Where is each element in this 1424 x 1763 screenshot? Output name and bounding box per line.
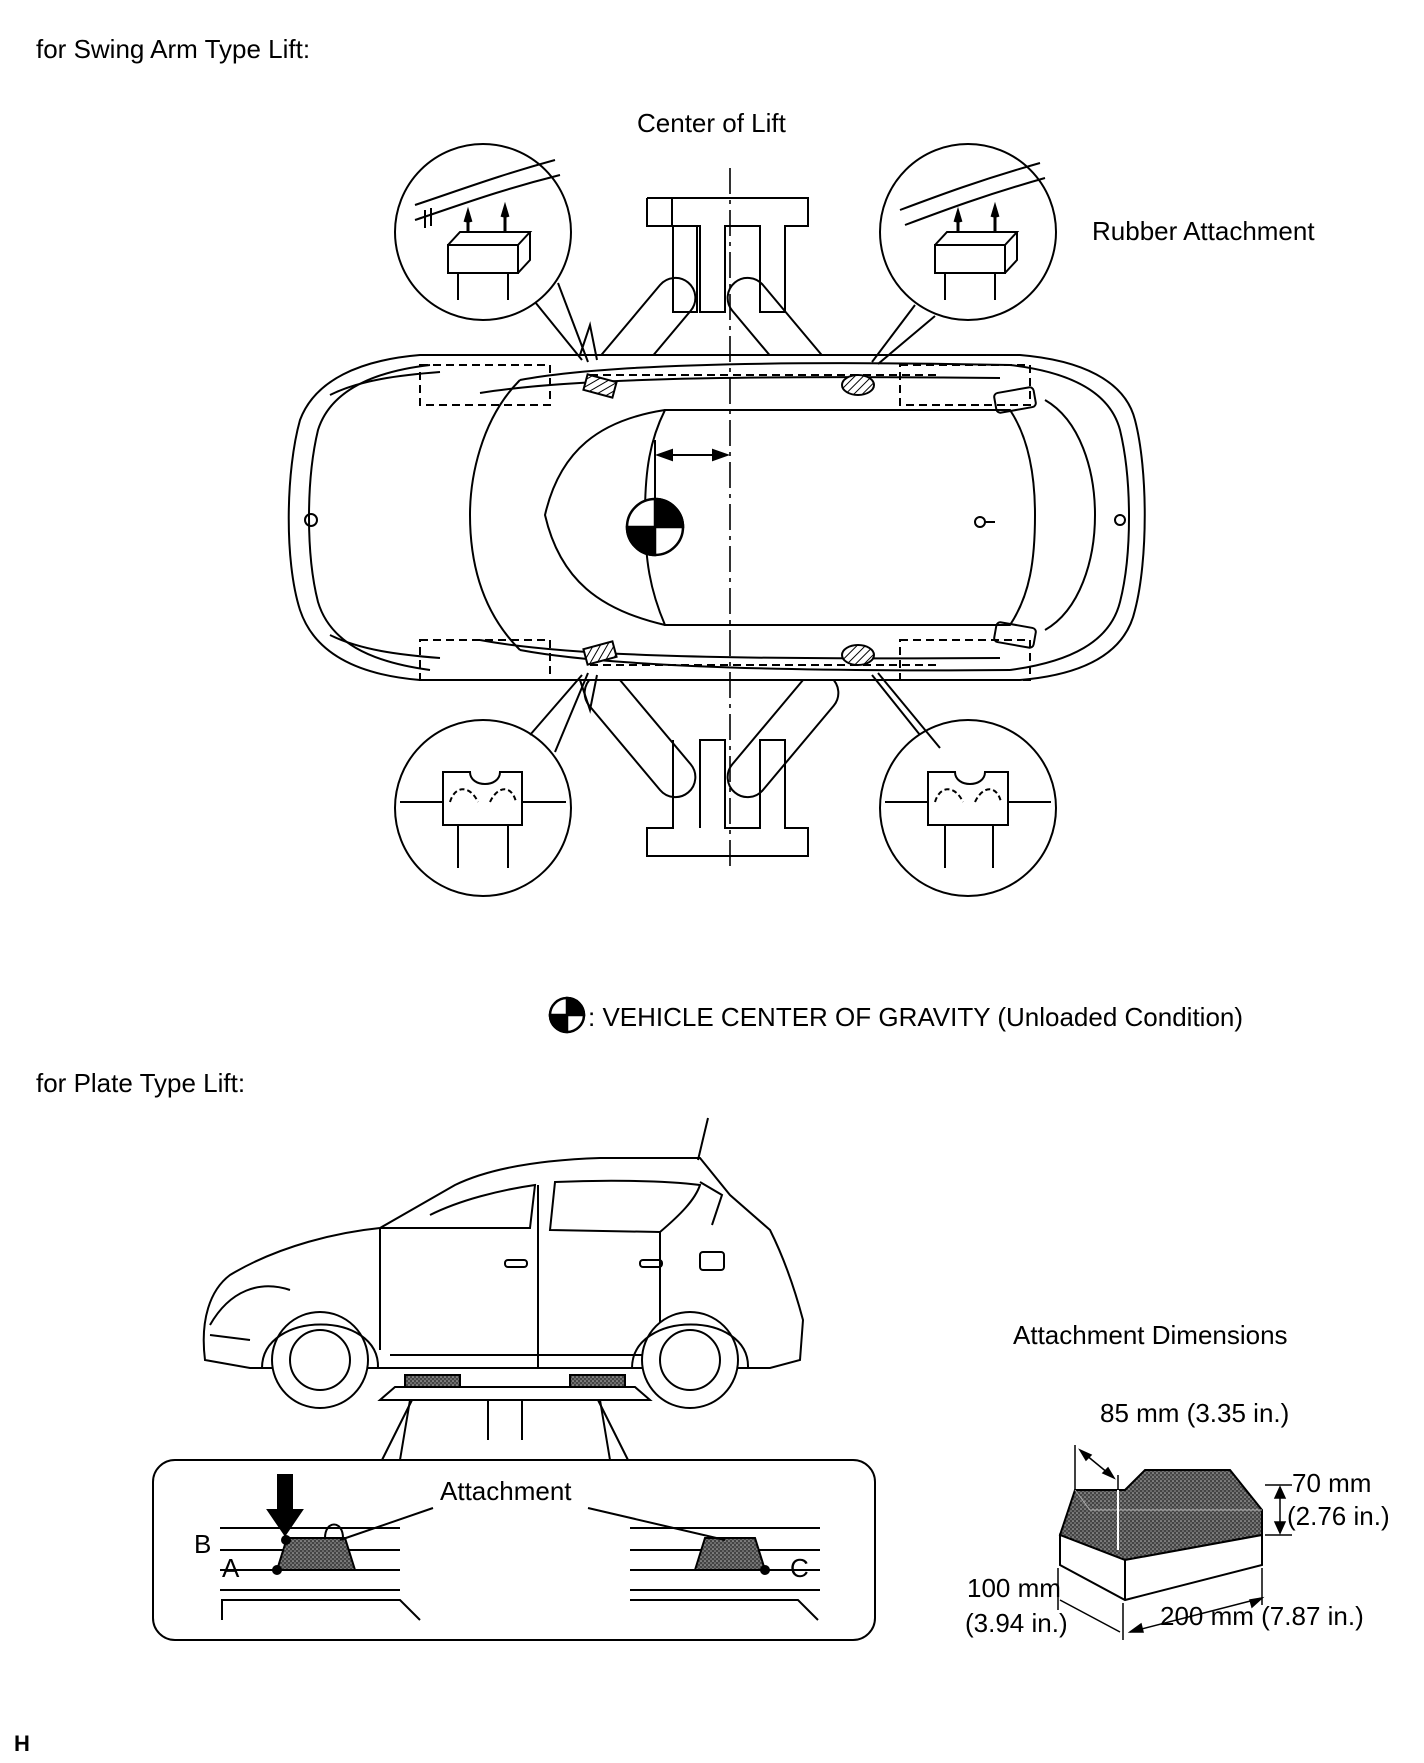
lift-frame-bottom bbox=[646, 739, 809, 857]
detail-circle-top-right bbox=[871, 143, 1057, 365]
plate-lift-platform bbox=[377, 1374, 653, 1461]
dim-85-label: 85 mm (3.35 in.) bbox=[1100, 1398, 1290, 1428]
dimension-lines bbox=[1057, 1445, 1292, 1640]
cog-icon bbox=[625, 497, 685, 557]
detail-circle-bottom-right bbox=[871, 672, 1057, 897]
cog-offset-dimension bbox=[654, 440, 730, 520]
plate-type-heading: for Plate Type Lift: bbox=[36, 1068, 246, 1098]
cog-legend-text: : VEHICLE CENTER OF GRAVITY (Unloaded Co… bbox=[588, 1002, 1244, 1032]
point-c-label: C bbox=[790, 1553, 809, 1583]
dim-200-label: 200 mm (7.87 in.) bbox=[1160, 1601, 1364, 1631]
swing-arm-heading: for Swing Arm Type Lift: bbox=[36, 34, 311, 64]
rubber-attachment-label: Rubber Attachment bbox=[1092, 216, 1315, 246]
point-a-label: A bbox=[222, 1553, 240, 1583]
lift-frame-top bbox=[646, 197, 809, 313]
detail-circle-bottom-left bbox=[394, 672, 589, 897]
dim-100-mm-label: 100 mm bbox=[967, 1573, 1061, 1603]
attachment-block bbox=[1058, 1469, 1263, 1602]
attachment-dimensions-title: Attachment Dimensions bbox=[1013, 1320, 1288, 1350]
car-side-view bbox=[202, 1117, 805, 1409]
dim-70-mm-label: 70 mm bbox=[1292, 1468, 1372, 1498]
cog-legend-icon bbox=[548, 996, 586, 1034]
car-top-view bbox=[287, 321, 1146, 714]
dim-70-in-label: (2.76 in.) bbox=[1287, 1501, 1390, 1531]
dim-100-in-label: (3.94 in.) bbox=[965, 1608, 1068, 1638]
corner-mark: H bbox=[14, 1731, 30, 1756]
down-arrow-icon bbox=[266, 1474, 304, 1537]
plate-detail-box bbox=[152, 1459, 876, 1641]
detail-circle-top-left bbox=[394, 143, 589, 363]
point-b-label: B bbox=[194, 1529, 212, 1559]
attachment-label: Attachment bbox=[440, 1476, 572, 1506]
center-of-lift-label: Center of Lift bbox=[637, 108, 786, 138]
